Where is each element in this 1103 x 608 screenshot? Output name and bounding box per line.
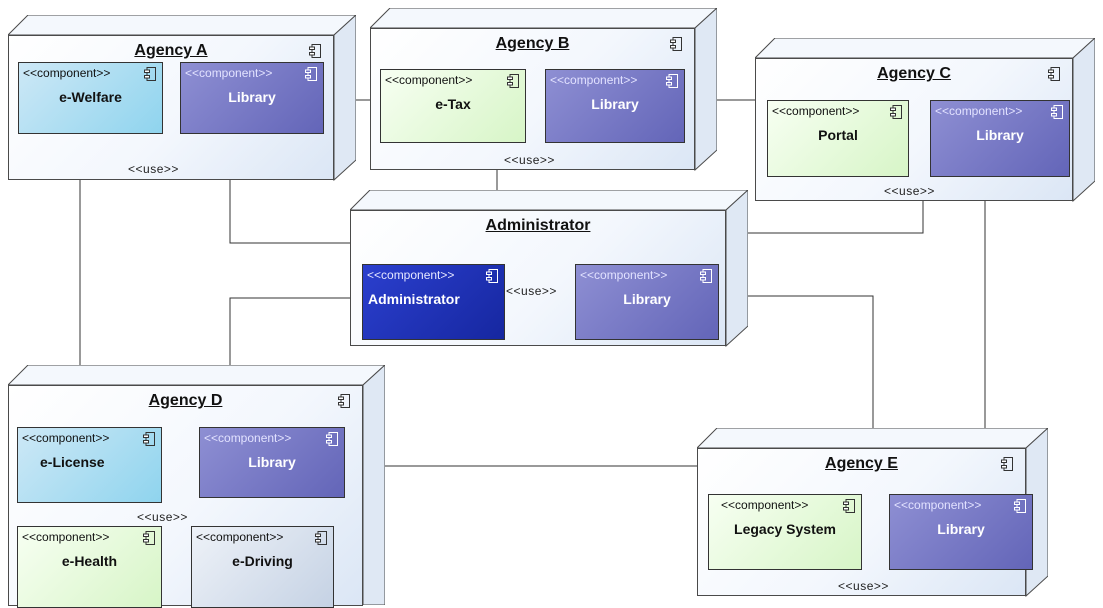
- stereotype-label: <<component>>: [196, 530, 284, 544]
- stereotype-label: <<component>>: [22, 431, 110, 445]
- component-icon: [315, 531, 327, 545]
- node-agency-a[interactable]: Agency A <<component>> e-Welfare <<compo…: [8, 15, 356, 182]
- node-title: Agency A: [134, 42, 208, 59]
- node-title: Agency D: [148, 392, 223, 409]
- node-agency-c[interactable]: Agency C <<component>> Portal <<componen…: [755, 38, 1095, 203]
- component-library[interactable]: <<component>> Library: [889, 494, 1033, 570]
- component-icon: [486, 269, 498, 283]
- stereotype-label: <<component>>: [385, 73, 473, 87]
- stereotype-label: <<component>>: [185, 66, 273, 80]
- component-name: e-Tax: [435, 96, 471, 112]
- component-icon: [700, 269, 712, 283]
- component-e-health[interactable]: <<component>> e-Health: [17, 526, 162, 608]
- stereotype-label: <<component>>: [772, 104, 860, 118]
- component-icon: [143, 531, 155, 545]
- node-3d-frame: [350, 190, 748, 348]
- stereotype-label: <<component>>: [22, 530, 110, 544]
- component-icon: [1048, 67, 1060, 81]
- component-legacy-system[interactable]: <<component>> Legacy System: [708, 494, 862, 570]
- use-label: <<use>>: [504, 153, 555, 167]
- link-c-admin: [745, 200, 924, 234]
- node-3d-frame: [370, 8, 717, 172]
- component-library[interactable]: <<component>> Library: [575, 264, 719, 340]
- node-agency-e[interactable]: Agency E <<component>> Legacy System <<c…: [697, 428, 1048, 598]
- stereotype-label: <<component>>: [935, 104, 1023, 118]
- component-icon: [144, 67, 156, 81]
- component-icon: [507, 74, 519, 88]
- component-e-tax[interactable]: <<component>> e-Tax: [380, 69, 526, 143]
- use-label: <<use>>: [506, 284, 557, 298]
- component-icon: [843, 499, 855, 513]
- component-name: Library: [591, 96, 639, 112]
- stereotype-label: <<component>>: [721, 498, 809, 512]
- stereotype-label: <<component>>: [23, 66, 111, 80]
- component-portal[interactable]: <<component>> Portal: [767, 100, 909, 177]
- component-name: Library: [976, 127, 1024, 143]
- component-name: Library: [623, 291, 671, 307]
- component-icon: [666, 74, 678, 88]
- component-icon: [326, 432, 338, 446]
- use-label: <<use>>: [128, 162, 179, 176]
- component-icon: [890, 105, 902, 119]
- component-icon: [305, 67, 317, 81]
- node-administrator[interactable]: Administrator <<component>> Administrato…: [350, 190, 748, 348]
- component-name: Library: [248, 454, 296, 470]
- component-e-welfare[interactable]: <<component>> e-Welfare: [18, 62, 163, 134]
- component-library[interactable]: <<component>> Library: [930, 100, 1070, 177]
- component-name: Legacy System: [734, 521, 836, 537]
- component-administrator[interactable]: <<component>> Administrator: [362, 264, 505, 340]
- component-library[interactable]: <<component>> Library: [199, 427, 345, 498]
- component-e-driving[interactable]: <<component>> e-Driving: [191, 526, 334, 608]
- node-3d-frame: [8, 15, 356, 182]
- component-name: e-Driving: [232, 553, 293, 569]
- stereotype-label: <<component>>: [550, 73, 638, 87]
- node-agency-b[interactable]: Agency B <<component>> e-Tax <<component…: [370, 8, 717, 172]
- component-name: Library: [228, 89, 276, 105]
- stereotype-label: <<component>>: [580, 268, 668, 282]
- component-icon: [1001, 457, 1013, 471]
- stereotype-label: <<component>>: [894, 498, 982, 512]
- node-title: Agency B: [495, 35, 570, 52]
- use-label: <<use>>: [884, 184, 935, 198]
- component-icon: [670, 37, 682, 51]
- stereotype-label: <<component>>: [204, 431, 292, 445]
- stereotype-label: <<component>>: [367, 268, 455, 282]
- node-agency-d[interactable]: Agency D <<component>> e-License <<compo…: [8, 365, 385, 608]
- node-3d-frame: [755, 38, 1095, 203]
- node-title: Administrator: [485, 217, 591, 234]
- use-label: <<use>>: [838, 579, 889, 593]
- component-name: Library: [937, 521, 985, 537]
- component-library[interactable]: <<component>> Library: [545, 69, 685, 143]
- component-icon: [1014, 499, 1026, 513]
- link-admin-d: [229, 297, 350, 365]
- component-icon: [1051, 105, 1063, 119]
- node-title: Agency E: [825, 455, 898, 472]
- component-e-license[interactable]: <<component>> e-License: [17, 427, 162, 503]
- component-icon: [143, 432, 155, 446]
- node-title: Agency C: [877, 65, 951, 82]
- component-name: e-Welfare: [59, 89, 122, 105]
- component-name: e-Health: [61, 553, 118, 569]
- link-a-admin: [229, 180, 350, 244]
- component-name: e-License: [40, 454, 105, 470]
- component-name: Administrator: [368, 291, 460, 307]
- link-admin-e: [745, 295, 874, 440]
- component-library[interactable]: <<component>> Library: [180, 62, 324, 134]
- component-icon: [338, 394, 350, 408]
- use-label: <<use>>: [137, 510, 188, 524]
- component-name: Portal: [818, 127, 858, 143]
- component-icon: [309, 44, 321, 58]
